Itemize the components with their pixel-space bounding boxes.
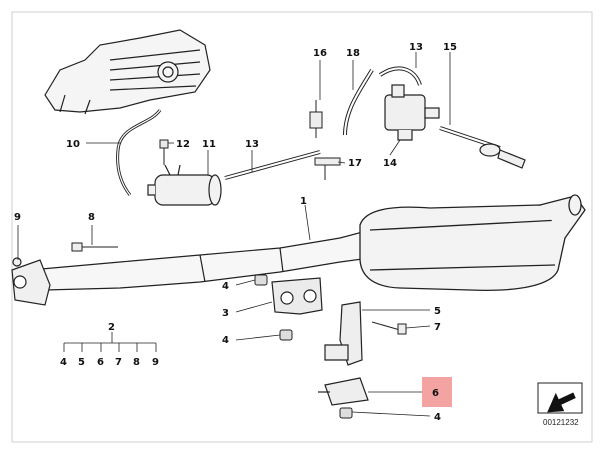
callout-10: 10: [66, 139, 80, 150]
rear-muffler: [359, 194, 586, 291]
callout-2: 2: [108, 322, 115, 333]
bracket-5: [324, 301, 363, 366]
callout-12: 12: [176, 139, 190, 150]
callout-8: 8: [88, 212, 95, 223]
drawing-code: 00121232: [543, 418, 579, 427]
hanger-3: [271, 277, 323, 315]
legend-item: 6: [97, 357, 104, 368]
nut-4c: [339, 407, 353, 419]
callout-17: 17: [348, 158, 362, 169]
callout-9: 9: [14, 212, 21, 223]
callout-14: 14: [383, 158, 397, 169]
callout-6: 6: [432, 388, 439, 399]
vacuum-valve: [384, 84, 440, 141]
callout-5: 5: [434, 306, 441, 317]
legend-item: 4: [60, 357, 67, 368]
callout-1: 1: [300, 196, 307, 207]
legend-item: 9: [152, 357, 159, 368]
tee-17: [314, 157, 341, 180]
legend-item: 5: [78, 357, 85, 368]
callout-16: 16: [313, 48, 327, 59]
legend-item: 7: [115, 357, 122, 368]
bolt-8: [71, 242, 118, 252]
bolt-12: [159, 139, 169, 165]
intake-manifold: [44, 29, 211, 115]
callout-7: 7: [434, 322, 441, 333]
canister: [147, 164, 222, 206]
nut-4b: [279, 329, 293, 341]
callout-4c: 4: [434, 412, 441, 423]
callout-4a: 4: [222, 281, 229, 292]
callout-13a: 13: [245, 139, 259, 150]
fitting-16: [309, 100, 323, 138]
callout-4b: 4: [222, 335, 229, 346]
bolt-7: [371, 321, 407, 335]
callout-18: 18: [346, 48, 360, 59]
callout-13b: 13: [409, 42, 423, 53]
legend-item: 8: [133, 357, 140, 368]
callout-6-highlight: [422, 377, 452, 407]
frame-border: [11, 11, 593, 443]
clamp-6: [318, 377, 369, 406]
front-flange: [11, 257, 51, 306]
leader-lines: [17, 52, 451, 417]
flap-actuator: [479, 143, 526, 169]
vacuum-hose: [116, 109, 162, 196]
callout-11: 11: [202, 139, 216, 150]
hose-18: [343, 68, 374, 136]
orientation-arrow-icon: [537, 382, 583, 414]
callout-15: 15: [443, 42, 457, 53]
callout-3: 3: [222, 308, 229, 319]
nut-4a: [254, 274, 268, 286]
